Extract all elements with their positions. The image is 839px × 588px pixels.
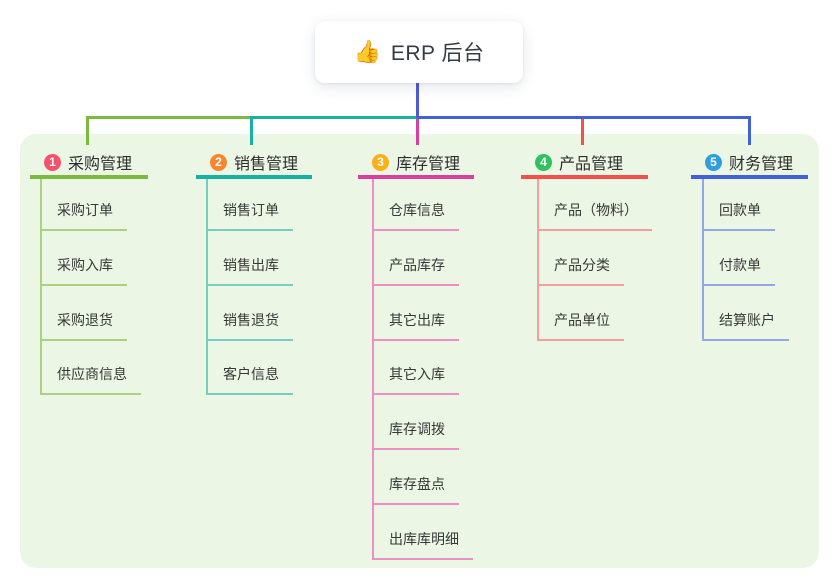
child-node-label: 出库库明细 [372, 530, 473, 560]
background-panel [20, 134, 819, 568]
branch-title-label: 销售管理 [234, 156, 299, 173]
child-node-label: 采购订单 [40, 201, 127, 231]
child-node-label: 库存盘点 [372, 475, 459, 505]
child-node-label: 销售订单 [206, 201, 293, 231]
thumbs-up-icon: 👍 [353, 39, 381, 64]
connector-branch2-drop [250, 116, 253, 145]
child-node-label: 付款单 [702, 256, 775, 286]
branch-number-badge: 2 [210, 153, 227, 171]
child-node-label: 客户信息 [206, 365, 293, 396]
branch-number-badge: 5 [705, 153, 722, 171]
child-node[interactable]: 库存盘点 [372, 475, 459, 505]
connector-branch5-h [417, 116, 751, 119]
branch-node-1[interactable]: 1 采购管理 [30, 149, 148, 179]
child-node-label: 其它出库 [372, 311, 459, 341]
child-node[interactable]: 仓库信息 [372, 201, 459, 231]
child-node[interactable]: 付款单 [702, 256, 775, 286]
branch-number-badge: 3 [372, 153, 389, 171]
child-node-label: 产品分类 [537, 256, 624, 286]
child-node-label: 产品（物料） [537, 201, 652, 231]
child-node-label: 仓库信息 [372, 201, 459, 231]
child-node-label: 其它入库 [372, 365, 459, 396]
branch-number-badge: 1 [44, 153, 61, 171]
connector-branch3-drop [416, 119, 419, 145]
child-node-label: 产品单位 [537, 311, 624, 341]
child-node[interactable]: 销售订单 [206, 201, 293, 231]
child-node-label: 采购入库 [40, 256, 127, 286]
branch-node-5[interactable]: 5 财务管理 [691, 149, 808, 179]
branch-spine-line [702, 179, 704, 341]
child-node-label: 销售退货 [206, 311, 293, 341]
child-node[interactable]: 供应商信息 [40, 365, 141, 396]
child-node[interactable]: 库存调拨 [372, 420, 459, 451]
child-node-label: 回款单 [702, 201, 775, 231]
branch-title-label: 财务管理 [729, 156, 794, 173]
child-node[interactable]: 其它入库 [372, 365, 459, 396]
child-node[interactable]: 回款单 [702, 201, 775, 231]
root-stem [416, 83, 419, 118]
branch-number-badge: 4 [535, 153, 552, 171]
child-node[interactable]: 采购入库 [40, 256, 127, 286]
branch-spine-line [537, 179, 539, 341]
child-node[interactable]: 产品（物料） [537, 201, 652, 231]
connector-branch4-drop [581, 116, 584, 145]
child-node-label: 产品库存 [372, 256, 459, 286]
branch-spine-line [206, 179, 208, 396]
root-title: ERP 后台 [390, 42, 485, 65]
child-node[interactable]: 出库库明细 [372, 530, 473, 560]
child-node[interactable]: 客户信息 [206, 365, 293, 396]
child-node[interactable]: 产品库存 [372, 256, 459, 286]
child-node[interactable]: 结算账户 [702, 311, 789, 341]
child-node[interactable]: 产品单位 [537, 311, 624, 341]
child-node[interactable]: 产品分类 [537, 256, 624, 286]
root-node[interactable]: 👍 ERP 后台 [315, 21, 523, 83]
child-node-label: 采购退货 [40, 311, 127, 341]
branch-node-4[interactable]: 4 产品管理 [521, 149, 648, 179]
child-node-label: 销售出库 [206, 256, 293, 286]
child-node[interactable]: 其它出库 [372, 311, 459, 341]
branch-node-3[interactable]: 3 库存管理 [358, 149, 474, 179]
child-node-label: 库存调拨 [372, 420, 459, 451]
connector-branch5-drop [748, 116, 751, 145]
connector-branch1-drop [86, 116, 89, 145]
connector-branch2-h [250, 116, 419, 119]
branch-title-label: 产品管理 [559, 156, 624, 173]
branch-title-label: 库存管理 [396, 156, 461, 173]
child-node[interactable]: 销售退货 [206, 311, 293, 341]
child-node-label: 供应商信息 [40, 365, 141, 396]
branch-spine-line [40, 179, 42, 396]
child-node-label: 结算账户 [702, 311, 789, 341]
branch-spine-line [372, 179, 374, 560]
child-node[interactable]: 采购订单 [40, 201, 127, 231]
branch-node-2[interactable]: 2 销售管理 [196, 149, 312, 179]
child-node[interactable]: 销售出库 [206, 256, 293, 286]
branch-title-label: 采购管理 [68, 156, 133, 173]
child-node[interactable]: 采购退货 [40, 311, 127, 341]
